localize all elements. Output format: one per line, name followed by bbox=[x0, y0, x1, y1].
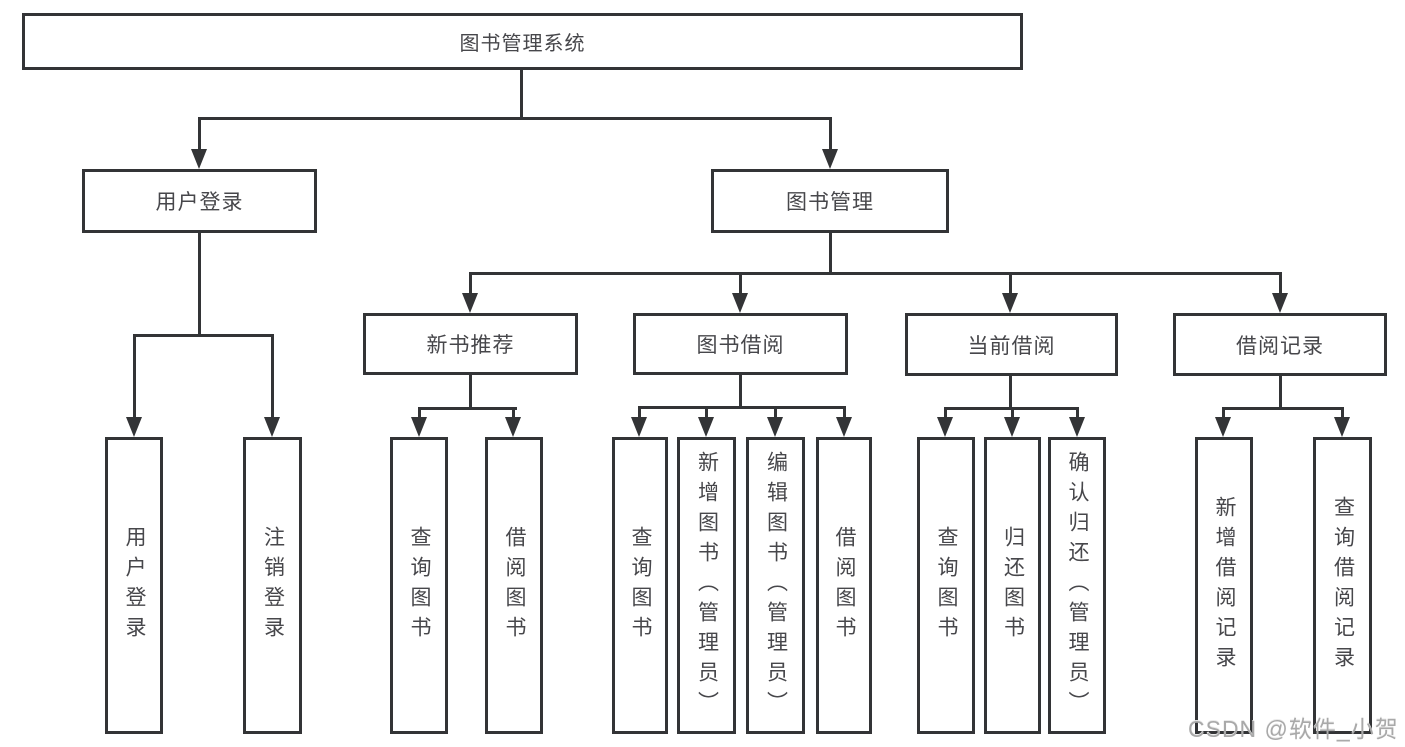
arrow-down-icon bbox=[126, 417, 142, 437]
arrow-down-icon bbox=[767, 417, 783, 437]
connector-line bbox=[1222, 407, 1344, 410]
arrow-down-icon bbox=[462, 293, 478, 313]
connector-line bbox=[638, 406, 641, 420]
connector-line bbox=[1279, 272, 1282, 295]
connector-line bbox=[418, 407, 517, 410]
connector-line bbox=[133, 334, 136, 418]
arrow-down-icon bbox=[191, 149, 207, 169]
arrow-down-icon bbox=[732, 293, 748, 313]
arrow-down-icon bbox=[1215, 417, 1231, 437]
connector-line bbox=[739, 272, 742, 295]
arrow-down-icon bbox=[505, 417, 521, 437]
connector-line bbox=[1341, 407, 1344, 420]
arrow-down-icon bbox=[698, 417, 714, 437]
arrow-down-icon bbox=[937, 417, 953, 437]
arrow-down-icon bbox=[631, 417, 647, 437]
connector-line bbox=[774, 406, 777, 420]
node-library-system: 图书管理系统 bbox=[22, 13, 1023, 70]
arrow-down-icon bbox=[264, 417, 280, 437]
connector-line bbox=[1009, 376, 1012, 410]
node-book-borrowing: 图书借阅 bbox=[633, 313, 848, 375]
node-current-borrowing: 当前借阅 bbox=[905, 313, 1118, 376]
leaf-borrow-books: 借阅图书 bbox=[816, 437, 872, 734]
connector-line bbox=[1076, 407, 1079, 420]
node-user-login: 用户登录 bbox=[82, 169, 317, 233]
leaf-borrow-books-recommend: 借阅图书 bbox=[485, 437, 543, 734]
arrow-down-icon bbox=[822, 149, 838, 169]
connector-line bbox=[829, 117, 832, 151]
connector-line bbox=[944, 407, 947, 420]
connector-book-mgmt-stem bbox=[829, 233, 832, 275]
connector-line bbox=[705, 406, 708, 420]
connector-line bbox=[512, 407, 515, 420]
leaf-query-books-current: 查询图书 bbox=[917, 437, 975, 734]
connector-line bbox=[469, 375, 472, 410]
connector-line bbox=[271, 334, 274, 418]
connector-root-stem bbox=[520, 70, 523, 120]
arrow-down-icon bbox=[1334, 417, 1350, 437]
arrow-down-icon bbox=[1004, 417, 1020, 437]
connector-line bbox=[1009, 272, 1012, 295]
leaf-add-book-admin: 新增图书（管理员） bbox=[677, 437, 736, 734]
connector-line bbox=[198, 117, 201, 151]
connector-line bbox=[739, 375, 742, 409]
connector-line bbox=[638, 406, 846, 409]
connector-root-distributor bbox=[198, 117, 832, 120]
connector-user-login-distributor bbox=[133, 334, 274, 337]
connector-line bbox=[1279, 376, 1282, 410]
leaf-edit-book-admin: 编辑图书（管理员） bbox=[746, 437, 805, 734]
leaf-query-books-borrowing: 查询图书 bbox=[612, 437, 668, 734]
node-new-book-recommend: 新书推荐 bbox=[363, 313, 578, 375]
node-book-management: 图书管理 bbox=[711, 169, 949, 233]
leaf-add-borrow-record: 新增借阅记录 bbox=[1195, 437, 1253, 734]
node-borrowing-records: 借阅记录 bbox=[1173, 313, 1387, 376]
leaf-query-books-recommend: 查询图书 bbox=[390, 437, 448, 734]
connector-line bbox=[469, 272, 472, 295]
leaf-user-login: 用户登录 bbox=[105, 437, 163, 734]
arrow-down-icon bbox=[1069, 417, 1085, 437]
connector-line bbox=[1222, 407, 1225, 420]
csdn-watermark: CSDN @软件_小贺同学 bbox=[1188, 716, 1399, 742]
arrow-down-icon bbox=[411, 417, 427, 437]
leaf-logout: 注销登录 bbox=[243, 437, 302, 734]
arrow-down-icon bbox=[1002, 293, 1018, 313]
leaf-confirm-return-admin: 确认归还（管理员） bbox=[1048, 437, 1106, 734]
arrow-down-icon bbox=[836, 417, 852, 437]
leaf-query-borrow-record: 查询借阅记录 bbox=[1313, 437, 1372, 734]
connector-line bbox=[418, 407, 421, 420]
connector-line bbox=[1011, 407, 1014, 420]
connector-book-mgmt-distributor bbox=[469, 272, 1282, 275]
arrow-down-icon bbox=[1272, 293, 1288, 313]
leaf-return-book: 归还图书 bbox=[984, 437, 1041, 734]
connector-user-login-stem bbox=[198, 233, 201, 337]
connector-line bbox=[843, 406, 846, 420]
